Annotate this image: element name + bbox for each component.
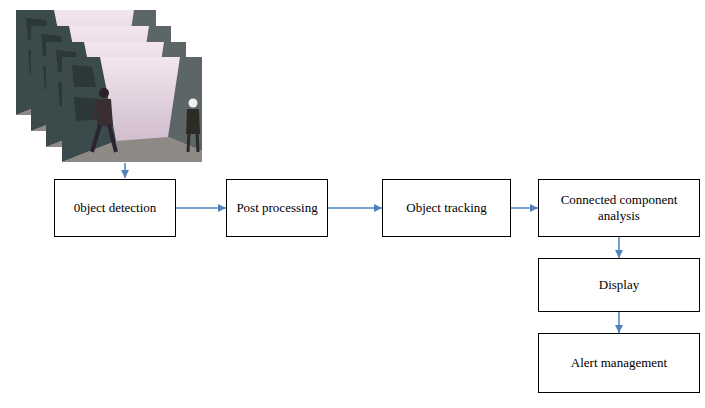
box-label: Object tracking	[406, 200, 487, 216]
box-label: Display	[599, 277, 639, 293]
process-box: Connected component analysis	[538, 179, 700, 237]
flow-arrow	[618, 312, 620, 333]
process-box: Post processing	[226, 179, 328, 237]
standing-person	[186, 99, 200, 153]
flow-arrow	[328, 207, 382, 209]
input-arrow	[124, 163, 126, 178]
process-box: 0bject detection	[54, 179, 176, 237]
box-label: 0bject detection	[74, 200, 157, 216]
process-box: Display	[538, 258, 700, 312]
box-label: Alert management	[571, 355, 667, 371]
flow-arrow	[176, 207, 226, 209]
walking-person	[92, 88, 116, 152]
process-box: Object tracking	[382, 179, 511, 237]
video-frame	[62, 57, 202, 162]
process-box: Alert management	[538, 333, 700, 393]
flow-arrow	[618, 237, 620, 258]
box-label: Post processing	[236, 200, 317, 216]
box-label: Connected component analysis	[545, 192, 693, 225]
flow-arrow	[511, 207, 538, 209]
